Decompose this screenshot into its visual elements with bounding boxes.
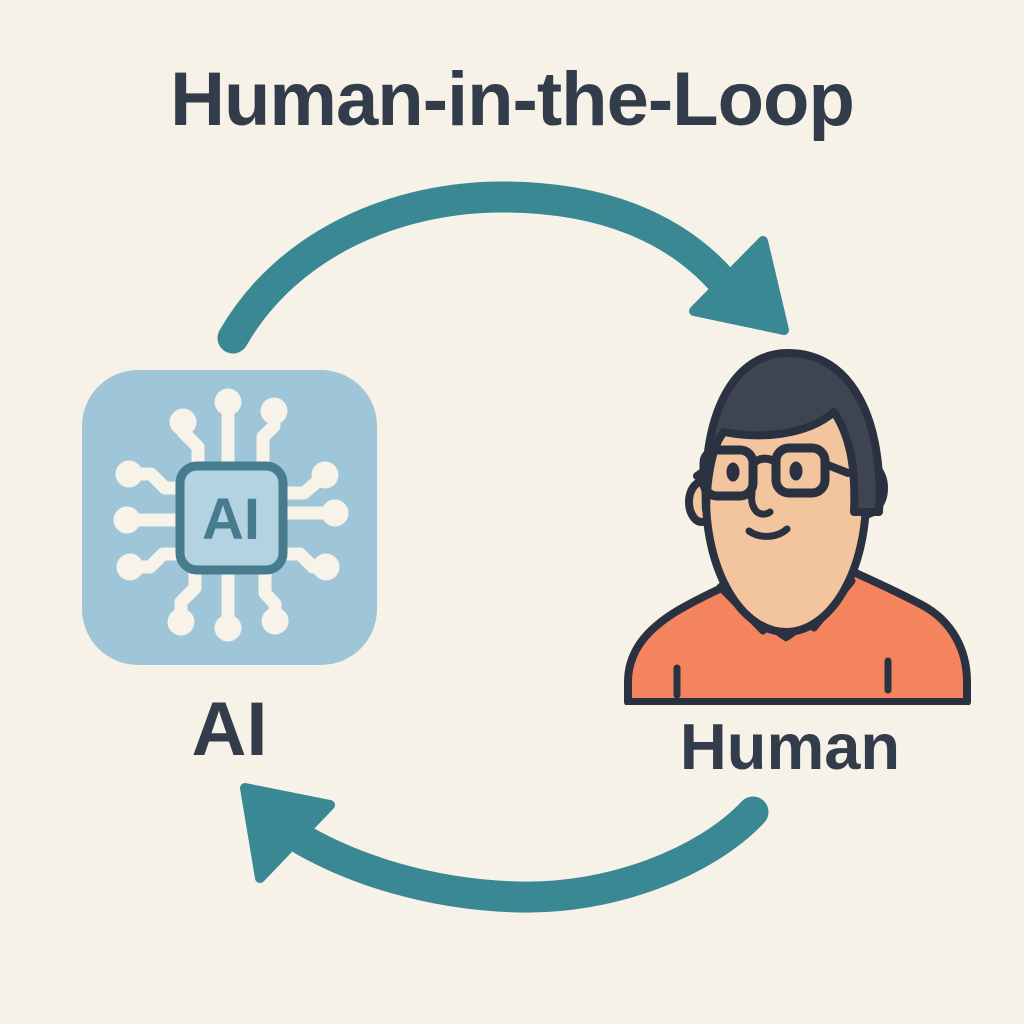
- hair: [701, 349, 884, 516]
- arrow-ai-to-human-icon: [217, 181, 789, 354]
- arrow-bottom-head: [240, 783, 335, 883]
- glasses-right-lens: [771, 443, 830, 498]
- ai-node-label: AI: [191, 687, 268, 772]
- diagram-title: Human-in-the-Loop: [170, 57, 855, 142]
- glasses-icon: [693, 443, 852, 501]
- arrow-bottom-shaft: [287, 796, 769, 913]
- ai-chip-icon: AI: [82, 370, 377, 665]
- chip-label: AI: [202, 487, 260, 552]
- person-icon: [624, 349, 971, 705]
- glasses-bridge: [749, 454, 780, 468]
- arrow-human-to-ai-icon: [240, 783, 769, 913]
- chip-traces: [113, 388, 349, 642]
- glasses-left-arm: [693, 467, 708, 480]
- human-node-label: Human: [679, 710, 901, 783]
- glasses-right-arm: [821, 460, 852, 477]
- chip-core: [175, 461, 288, 575]
- nose: [748, 489, 774, 518]
- person-head-group: [624, 349, 971, 705]
- right-eye: [789, 461, 803, 481]
- arrow-top-shaft: [217, 181, 738, 354]
- left-eye: [726, 462, 740, 482]
- mouth: [745, 525, 791, 540]
- arrow-top-head: [689, 236, 789, 335]
